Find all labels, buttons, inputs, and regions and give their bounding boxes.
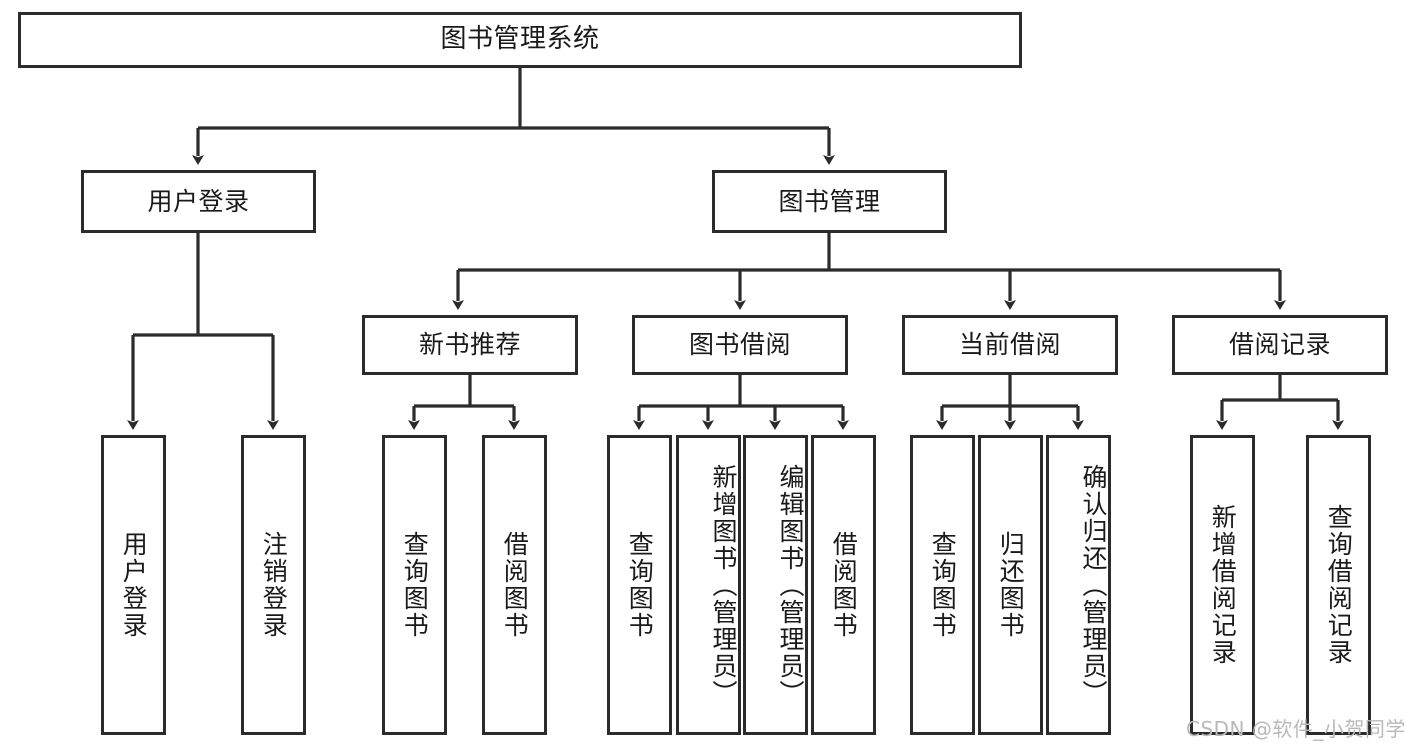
node-leaf-user-logout[interactable]: 注销登录: [241, 435, 306, 735]
node-leaf-query-book-3[interactable]: 查询图书: [910, 435, 975, 735]
node-leaf-query-book-2[interactable]: 查询图书: [607, 435, 672, 735]
node-leaf-add-book[interactable]: 新增图书（管理员）: [676, 435, 741, 735]
node-leaf-add-record[interactable]: 新增借阅记录: [1190, 435, 1255, 735]
node-current-borrow[interactable]: 当前借阅: [902, 315, 1118, 375]
node-leaf-return-book[interactable]: 归还图书: [978, 435, 1043, 735]
node-user-login[interactable]: 用户登录: [81, 170, 316, 233]
node-leaf-confirm-return[interactable]: 确认归还（管理员）: [1046, 435, 1111, 735]
node-root[interactable]: 图书管理系统: [18, 12, 1022, 68]
node-leaf-query-record[interactable]: 查询借阅记录: [1306, 435, 1371, 735]
node-leaf-edit-book[interactable]: 编辑图书（管理员）: [743, 435, 808, 735]
node-book-borrow[interactable]: 图书借阅: [632, 315, 848, 375]
node-book-management[interactable]: 图书管理: [712, 170, 947, 233]
node-new-book-recommend[interactable]: 新书推荐: [362, 315, 578, 375]
node-leaf-borrow-book-2[interactable]: 借阅图书: [811, 435, 876, 735]
node-leaf-user-login[interactable]: 用户登录: [101, 435, 166, 735]
node-leaf-borrow-book-1[interactable]: 借阅图书: [482, 435, 547, 735]
node-leaf-query-book-1[interactable]: 查询图书: [382, 435, 447, 735]
node-borrow-record[interactable]: 借阅记录: [1172, 315, 1388, 375]
watermark: CSDN @软件_小贺同学: [1186, 717, 1405, 741]
